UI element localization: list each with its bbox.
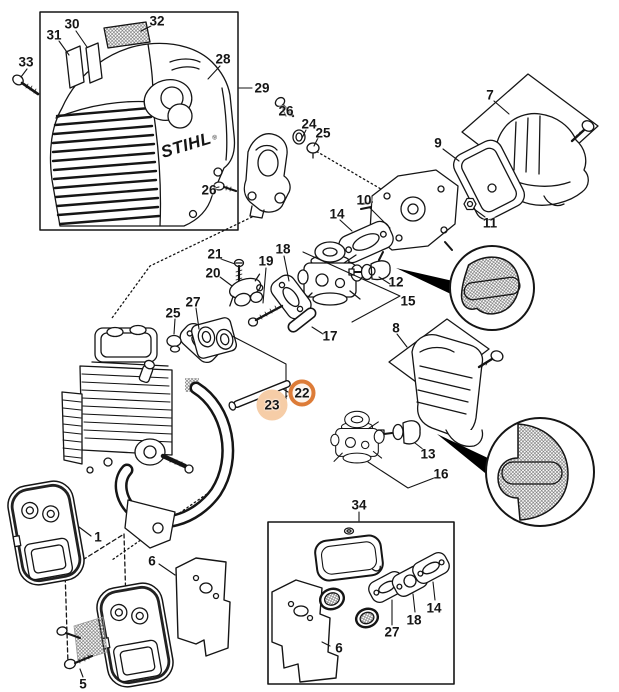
part-callout-31[interactable]: 31: [46, 27, 62, 43]
filter-housing-8: [411, 334, 484, 437]
part-callout-14-kit[interactable]: 14: [426, 600, 442, 616]
part-callout-32[interactable]: 32: [149, 13, 165, 29]
kit-seal-a: [318, 587, 346, 611]
part-callout-18-kit[interactable]: 18: [406, 612, 422, 628]
part-callout-1[interactable]: 1: [94, 529, 102, 545]
part-callout-7[interactable]: 7: [486, 87, 494, 103]
air-filter-group-1: [338, 73, 599, 264]
knob-13: [377, 420, 421, 445]
nut-11: [463, 197, 477, 211]
part-callout-28[interactable]: 28: [215, 51, 231, 67]
engine-drawing: [61, 317, 238, 549]
part-callout-11[interactable]: 11: [482, 215, 498, 231]
group-bracket-16: [367, 461, 435, 489]
part-callout-22-selected[interactable]: 22: [288, 379, 316, 407]
part-callout-27[interactable]: 27: [185, 294, 201, 310]
tank-gasket: [314, 534, 384, 582]
shroud-bracket-drawing: [213, 96, 320, 219]
part-callout-29[interactable]: 29: [254, 80, 270, 96]
part-callout-10[interactable]: 10: [356, 192, 372, 208]
screw-19: [247, 304, 284, 327]
part-callout-26-b[interactable]: 26: [201, 182, 217, 198]
part-callout-30[interactable]: 30: [64, 16, 80, 32]
part-callout-13[interactable]: 13: [420, 446, 436, 462]
part-callout-17[interactable]: 17: [322, 328, 338, 344]
spark-screen: [73, 616, 108, 662]
part-callout-6-kit[interactable]: 6: [335, 640, 343, 656]
part-callout-34[interactable]: 34: [351, 497, 367, 513]
part-callout-21[interactable]: 21: [207, 246, 223, 262]
gasket-kit-box: [267, 521, 455, 685]
sticker-drawings: [65, 21, 151, 89]
pump-body-20: [229, 273, 264, 307]
heat-shield-6: [175, 557, 231, 657]
part-callout-23-highlighted[interactable]: 23: [256, 389, 288, 421]
screw-33-drawing: [12, 74, 40, 96]
detail-circle-1: [449, 245, 535, 331]
part-callout-9[interactable]: 9: [434, 135, 442, 151]
registered-mark: ®: [211, 133, 218, 142]
part-callout-5[interactable]: 5: [79, 676, 87, 692]
part-callout-8[interactable]: 8: [392, 320, 400, 336]
leader-lines: [20, 25, 510, 678]
part-callout-24[interactable]: 24: [301, 116, 317, 132]
part-callout-20[interactable]: 20: [205, 265, 221, 281]
part-callout-25[interactable]: 25: [315, 125, 331, 141]
group-bracket-10: [368, 206, 391, 229]
part-callout-6[interactable]: 6: [148, 553, 156, 569]
screws-5: [56, 626, 94, 670]
kit-seal-b: [354, 607, 380, 629]
choke-knob-12: [348, 260, 391, 281]
part-callout-12[interactable]: 12: [388, 274, 404, 290]
part-callout-18[interactable]: 18: [275, 241, 291, 257]
group-bracket-22: [231, 335, 287, 408]
fuel-hose-17: [287, 307, 317, 333]
detail-circle-2: [485, 417, 595, 527]
intake-manifold: [190, 317, 238, 359]
plug-25b: [166, 334, 182, 353]
part-callout-26[interactable]: 26: [278, 103, 294, 119]
part-callout-25-b[interactable]: 25: [165, 305, 181, 321]
engine-cover-drawing: STIHL ®: [49, 42, 236, 227]
part-callout-19[interactable]: 19: [258, 253, 274, 269]
magnifier-wedge-1: [396, 268, 453, 295]
part-callout-27-kit[interactable]: 27: [384, 624, 400, 640]
part-callout-22-label: 22: [294, 385, 310, 401]
part-callout-23-label: 23: [264, 397, 280, 413]
part-callout-16[interactable]: 16: [433, 466, 449, 482]
cover-boundary-box: [39, 11, 239, 231]
part-callout-33[interactable]: 33: [18, 54, 34, 70]
magnifier-wedge-2: [437, 434, 490, 477]
grille-slats: [51, 106, 161, 226]
part-callout-15[interactable]: 15: [400, 293, 416, 309]
part-callout-14[interactable]: 14: [329, 206, 345, 222]
group-bracket-15: [302, 251, 401, 323]
air-filter-group-2: [367, 318, 504, 489]
